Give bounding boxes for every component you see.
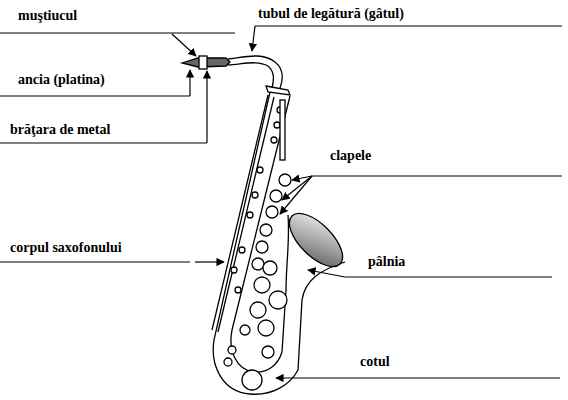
part-label: cotul bbox=[360, 354, 390, 370]
leader-lines bbox=[0, 26, 562, 378]
part-label: pâlnia bbox=[368, 254, 405, 270]
saxophone bbox=[182, 56, 351, 394]
part-label: tubul de legătură (gâtul) bbox=[258, 6, 404, 22]
part-label: muştiucul bbox=[18, 8, 77, 24]
part-label: brăţara de metal bbox=[10, 122, 110, 138]
part-label: ancia (platina) bbox=[18, 72, 105, 88]
part-label: corpul saxofonului bbox=[10, 240, 122, 256]
part-label: clapele bbox=[330, 148, 371, 164]
